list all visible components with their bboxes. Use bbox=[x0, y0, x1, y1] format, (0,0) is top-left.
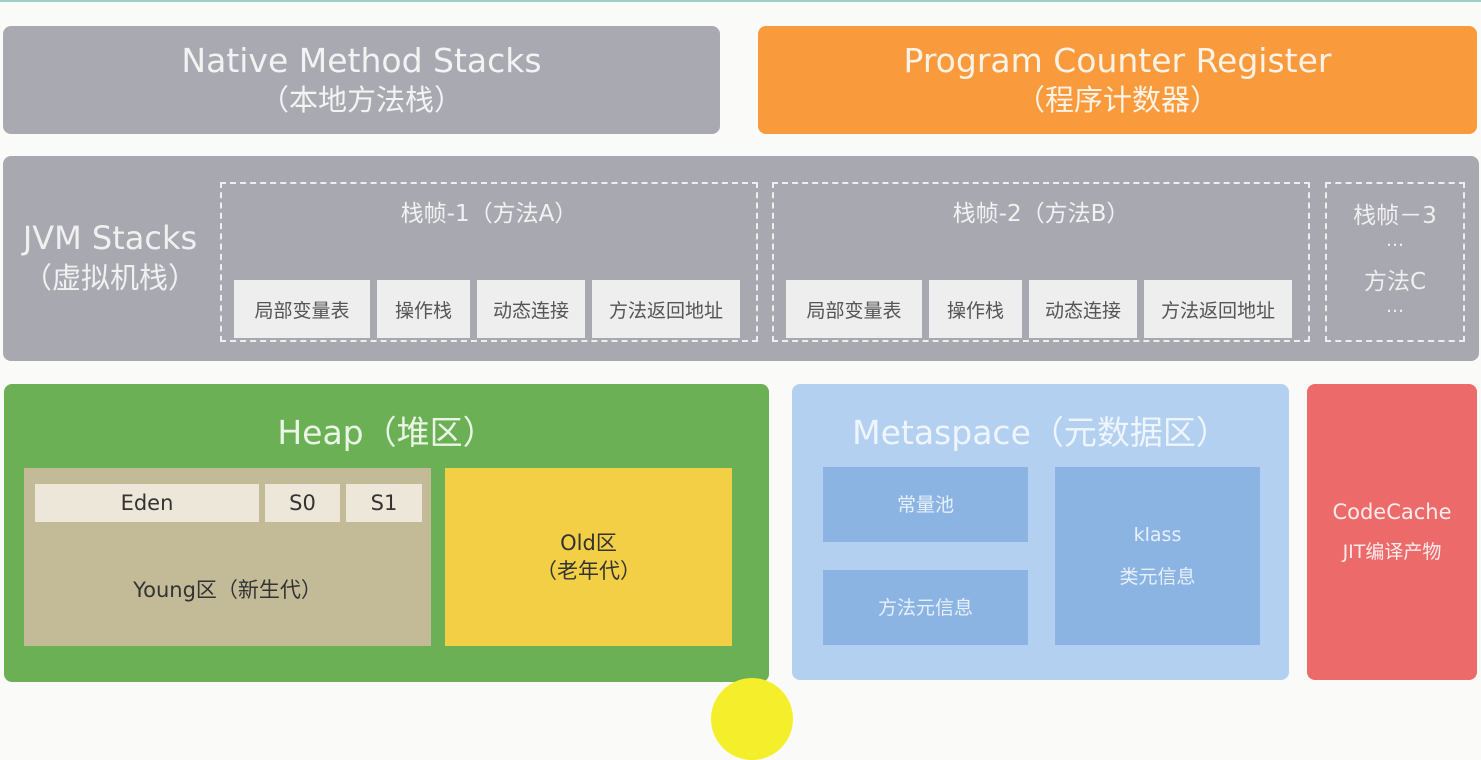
eden-cell: Eden bbox=[35, 484, 259, 522]
constant-pool-label: 常量池 bbox=[896, 493, 954, 516]
native-method-stacks-title: Native Method Stacks bbox=[181, 41, 542, 80]
frame-2-return-address: 方法返回地址 bbox=[1144, 280, 1292, 338]
method-metadata-label: 方法元信息 bbox=[877, 596, 973, 619]
frame-2-dynamic-linking: 动态连接 bbox=[1029, 280, 1137, 338]
young-generation-label: Young区（新生代） bbox=[133, 578, 322, 602]
metaspace-block: Metaspace（元数据区） 常量池 方法元信息 klass 类元信息 bbox=[792, 384, 1289, 680]
stack-frame-2: 栈帧-2（方法B） 局部变量表 操作栈 动态连接 方法返回地址 bbox=[772, 182, 1310, 342]
stack-frame-3-method: 方法C bbox=[1363, 269, 1427, 295]
frame-1-operand-stack: 操作栈 bbox=[377, 280, 470, 338]
old-generation-block: Old区 （老年代） bbox=[445, 468, 732, 646]
jvm-stacks-block: JVM Stacks （虚拟机栈） 栈帧-1（方法A） 局部变量表 操作栈 动态… bbox=[3, 156, 1479, 361]
jvm-stacks-title: JVM Stacks bbox=[22, 219, 198, 257]
stack-frame-2-title: 栈帧-2（方法B） bbox=[952, 201, 1130, 227]
native-method-stacks-subtitle: （本地方法栈） bbox=[259, 83, 463, 117]
frame-2-local-variables: 局部变量表 bbox=[786, 280, 922, 338]
stack-frame-1-title: 栈帧-1（方法A） bbox=[400, 201, 578, 227]
method-metadata-cell: 方法元信息 bbox=[823, 570, 1028, 645]
metaspace-title: Metaspace（元数据区） bbox=[852, 413, 1229, 452]
native-method-stacks-block: Native Method Stacks （本地方法栈） bbox=[3, 26, 720, 134]
stack-frame-3-ellipsis-top: … bbox=[1386, 230, 1404, 251]
young-generation-block: Eden S0 S1 Young区（新生代） bbox=[24, 468, 431, 646]
program-counter-register-block: Program Counter Register （程序计数器） bbox=[758, 26, 1477, 134]
codecache-title: CodeCache bbox=[1332, 500, 1452, 524]
jvm-stacks-subtitle: （虚拟机栈） bbox=[22, 261, 197, 295]
cursor-highlight bbox=[711, 678, 793, 760]
klass-description: 类元信息 bbox=[1119, 566, 1196, 588]
survivor-s1-cell: S1 bbox=[346, 484, 422, 522]
heap-block: Heap（堆区） Eden S0 S1 Young区（新生代） Old区 （老年… bbox=[4, 384, 769, 682]
stack-frame-3-title: 栈帧－3 bbox=[1353, 203, 1437, 229]
codecache-description: JIT编译产物 bbox=[1342, 541, 1442, 563]
survivor-s0-cell: S0 bbox=[265, 484, 340, 522]
klass-label: klass bbox=[1133, 524, 1182, 546]
stack-frame-3-ellipsis-bottom: … bbox=[1386, 296, 1404, 317]
frame-1-dynamic-linking: 动态连接 bbox=[477, 280, 585, 338]
stack-frame-1: 栈帧-1（方法A） 局部变量表 操作栈 动态连接 方法返回地址 bbox=[220, 182, 758, 342]
frame-2-operand-stack: 操作栈 bbox=[929, 280, 1022, 338]
klass-cell: klass 类元信息 bbox=[1055, 467, 1260, 645]
frame-1-return-address: 方法返回地址 bbox=[592, 280, 740, 338]
frame-1-local-variables: 局部变量表 bbox=[234, 280, 370, 338]
program-counter-register-title: Program Counter Register bbox=[903, 41, 1332, 80]
constant-pool-cell: 常量池 bbox=[823, 467, 1028, 542]
heap-title: Heap（堆区） bbox=[277, 413, 496, 452]
program-counter-register-subtitle: （程序计数器） bbox=[1015, 83, 1219, 117]
stack-frame-3: 栈帧－3 … 方法C … bbox=[1325, 182, 1465, 342]
old-generation-label: Old区 bbox=[560, 531, 617, 555]
codecache-block: CodeCache JIT编译产物 bbox=[1307, 384, 1477, 680]
jvm-stacks-heading: JVM Stacks （虚拟机栈） bbox=[3, 218, 217, 298]
top-divider bbox=[0, 0, 1481, 2]
old-generation-subtitle: （老年代） bbox=[536, 559, 641, 583]
